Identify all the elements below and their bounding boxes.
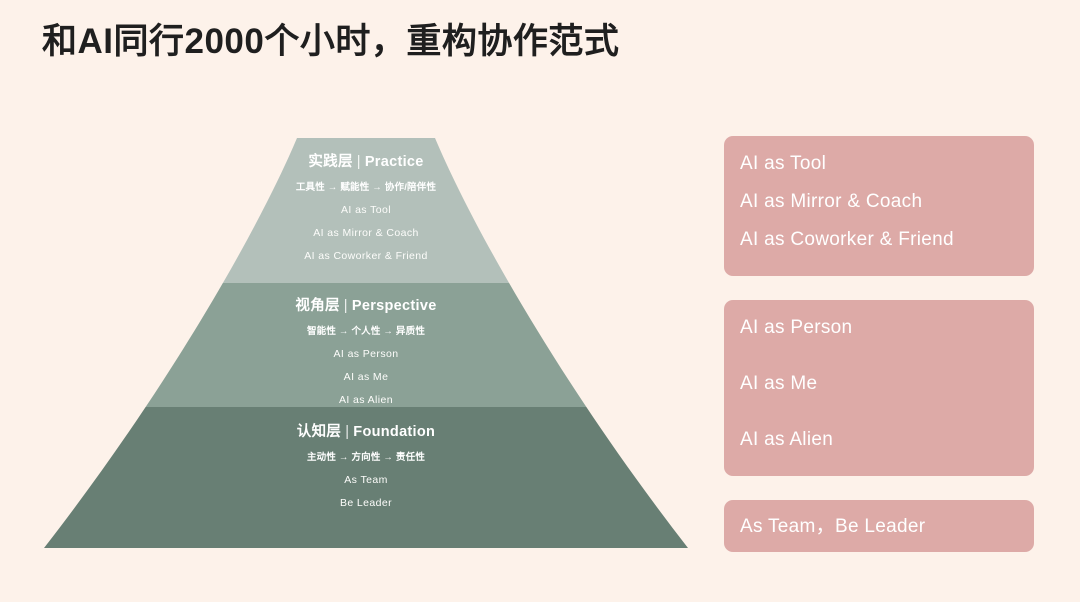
callout-card-foundation: As Team，Be Leader [724,500,1034,552]
callout-line: AI as Coworker & Friend [740,229,954,250]
layer-heading-foundation: 认知层|Foundation [42,420,690,441]
pyramid-layer-practice: 实践层|Practice 工具性 → 赋能性 → 协作/陪伴性 AI as To… [42,150,690,262]
layer-item: AI as Alien [338,394,393,406]
layer-heading-cn: 认知层 [296,424,342,440]
callout-line: AI as Person [740,317,853,338]
layer-heading-cn: 实践层 [308,154,353,170]
layer-item: AI as Me [343,371,389,383]
layer-subtitle-perspective: 智能性 → 个人性 → 异质性 [306,326,426,337]
layer-item: AI as Tool [341,204,391,216]
layer-item: AI as Person [333,348,399,360]
callout-line: As Team，Be Leader [740,515,926,537]
pyramid-band-foundation [44,407,688,548]
callout-card-perspective: AI as Person AI as Me AI as Alien [724,300,1034,476]
layer-heading-separator: | [345,424,350,440]
layer-item: AI as Mirror & Coach [313,227,419,239]
pyramid-layer-perspective: 视角层|Perspective 智能性 → 个人性 → 异质性 AI as Pe… [42,294,690,406]
pyramid-layer-foundation: 认知层|Foundation 主动性 → 方向性 → 责任性 As Team B… [42,420,690,509]
layer-heading-en: Foundation [353,424,436,440]
callout-line: AI as Alien [740,429,834,450]
callout-line: AI as Mirror & Coach [740,191,923,212]
layer-heading-separator: | [343,298,348,314]
layer-subtitle-foundation: 主动性 → 方向性 → 责任性 [306,452,426,463]
page-title: 和AI同行2000个小时，重构协作范式 [42,22,620,61]
layer-heading-practice: 实践层|Practice [42,150,690,171]
pyramid-shape [44,138,688,548]
callout-line: AI as Me [740,373,818,394]
pyramid-diagram: 实践层|Practice 工具性 → 赋能性 → 协作/陪伴性 AI as To… [42,136,690,552]
layer-heading-en: Practice [364,154,424,170]
layer-heading-separator: | [356,154,361,170]
callout-cards-column: AI as Tool AI as Mirror & Coach AI as Co… [724,136,1034,552]
layer-subtitle-practice: 工具性 → 赋能性 → 协作/陪伴性 [295,182,437,193]
layer-item: As Team [344,474,388,486]
callout-line: AI as Tool [740,153,827,174]
layer-heading-perspective: 视角层|Perspective [42,294,690,315]
callout-card-practice: AI as Tool AI as Mirror & Coach AI as Co… [724,136,1034,276]
layer-heading-en: Perspective [351,298,437,314]
layer-heading-cn: 视角层 [295,298,340,314]
layer-item: AI as Coworker & Friend [304,250,428,262]
layer-item: Be Leader [339,497,393,509]
